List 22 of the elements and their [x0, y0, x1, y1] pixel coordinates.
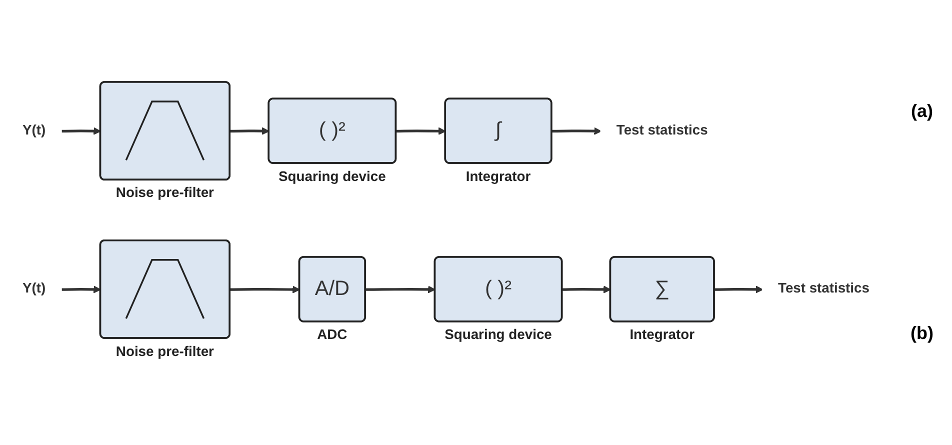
arrow [366, 285, 436, 293]
arrow [396, 126, 446, 134]
block-caption: Noise pre-filter [116, 184, 214, 202]
panel-label: (b) [910, 323, 934, 344]
block-caption: Squaring device [278, 168, 386, 184]
arrow [62, 285, 101, 293]
arrow [230, 285, 300, 293]
arrow [552, 126, 602, 134]
block-caption: ADC [317, 326, 348, 343]
arrow [562, 285, 611, 293]
block-caption: Integrator [630, 326, 695, 343]
arrow [62, 126, 101, 134]
node-text: Test statistics [616, 122, 708, 138]
arrow [714, 285, 764, 293]
panel-label: (a) [911, 100, 933, 122]
block-caption: Noise pre-filter [116, 342, 214, 360]
node-text: Test statistics [778, 280, 870, 296]
arrow [230, 126, 270, 134]
block-caption: Squaring device [444, 326, 552, 343]
node-text: Y(t) [22, 280, 46, 296]
block-caption: Integrator [466, 168, 531, 184]
node-text: Y(t) [22, 122, 46, 138]
